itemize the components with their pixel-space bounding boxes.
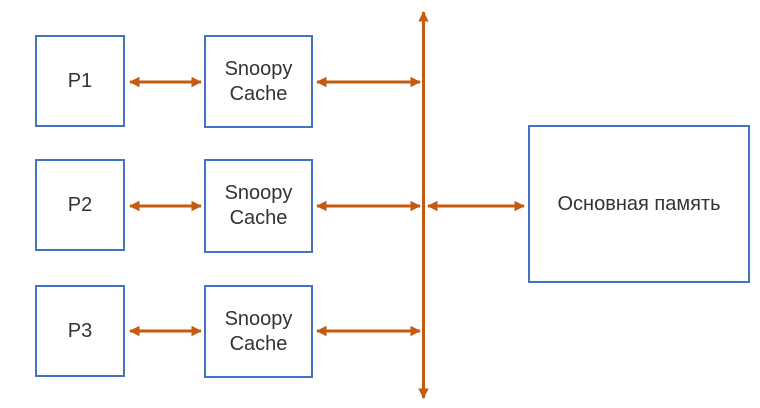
snoopy-cache-box-1: Snoopy Cache (204, 35, 313, 128)
processor-p1-label: P1 (67, 69, 93, 92)
processor-p3-label: P3 (67, 319, 93, 342)
snoopy-cache-1-label: Snoopy Cache (224, 57, 293, 105)
processor-p2-label: P2 (67, 193, 93, 216)
snoopy-cache-2-label: Snoopy Cache (224, 182, 293, 229)
snoopy-cache-3-label: Snoopy Cache (224, 307, 293, 355)
main-memory-label: Основная память (557, 192, 721, 215)
main-memory-box: Основная память (528, 125, 750, 283)
processor-box-p1: P1 (35, 35, 125, 127)
processor-box-p2: P2 (35, 159, 125, 251)
snoopy-cache-box-2: Snoopy Cache (204, 159, 313, 253)
snoopy-cache-box-3: Snoopy Cache (204, 285, 313, 378)
processor-box-p3: P3 (35, 285, 125, 377)
